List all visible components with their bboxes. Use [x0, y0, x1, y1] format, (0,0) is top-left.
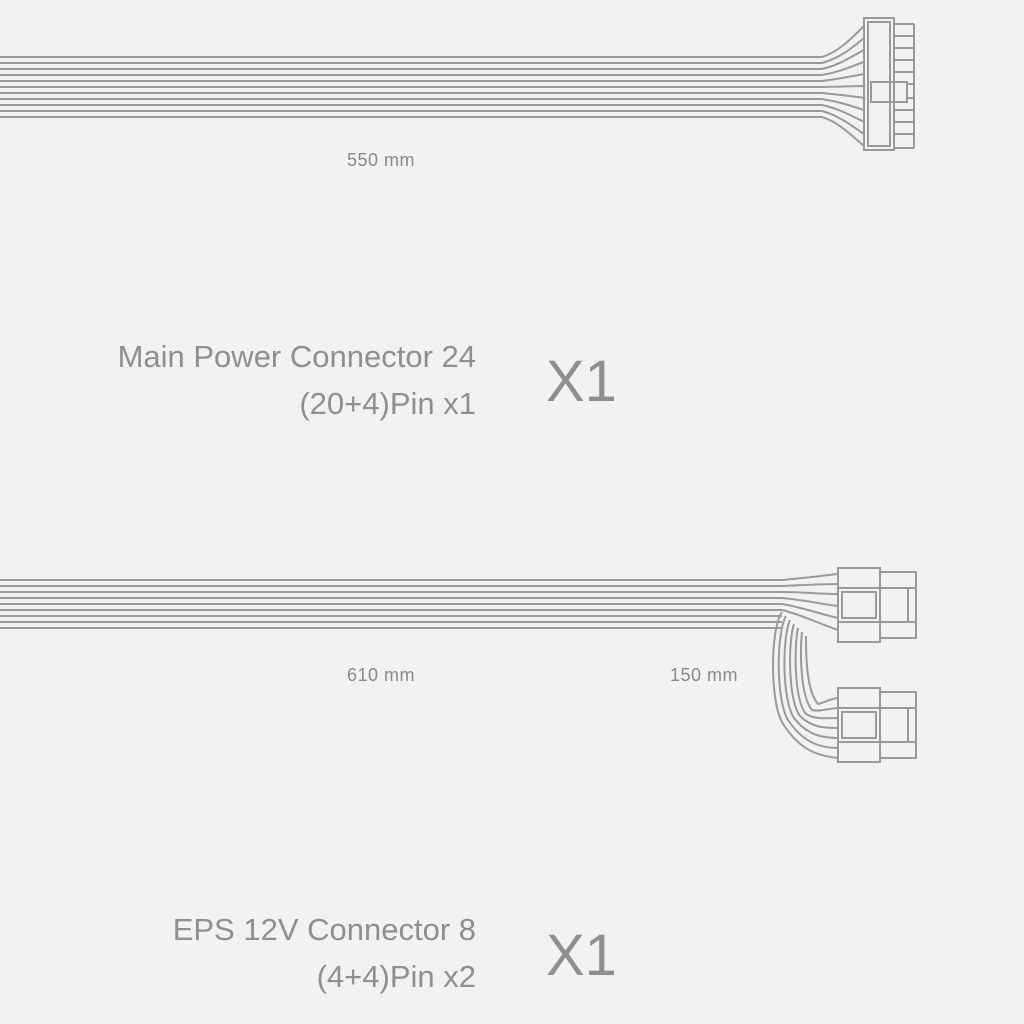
eps-lower-connector — [837, 687, 917, 763]
main-power-fanout — [821, 25, 865, 147]
eps-label-line1: EPS 12V Connector 8 — [172, 912, 476, 947]
main-power-label-line1: Main Power Connector 24 — [117, 339, 476, 374]
main-power-length-label: 550 mm — [347, 150, 416, 170]
main-power-connector-label: Main Power Connector 24 (20+4)Pin x1 — [118, 333, 476, 427]
main-power-quantity: X1 — [546, 349, 617, 414]
eps-label-line2: (4+4)Pin x2 — [316, 959, 476, 994]
eps-main-length-label: 610 mm — [347, 665, 416, 685]
eps-connector-label: EPS 12V Connector 8 (4+4)Pin x2 — [173, 906, 476, 1000]
main-power-label-line2: (20+4)Pin x1 — [299, 386, 476, 421]
eps-lower-loop — [772, 611, 839, 759]
main-power-wire-bundle — [0, 56, 822, 118]
eps-cable — [0, 567, 917, 763]
eps-wire-bundle — [0, 579, 782, 629]
main-power-cable — [0, 17, 915, 151]
eps-branch-length-label: 150 mm — [670, 665, 739, 685]
eps-quantity: X1 — [546, 923, 617, 988]
main-power-connector — [863, 17, 915, 151]
eps-upper-fanout — [781, 573, 839, 631]
eps-upper-connector — [837, 567, 917, 643]
